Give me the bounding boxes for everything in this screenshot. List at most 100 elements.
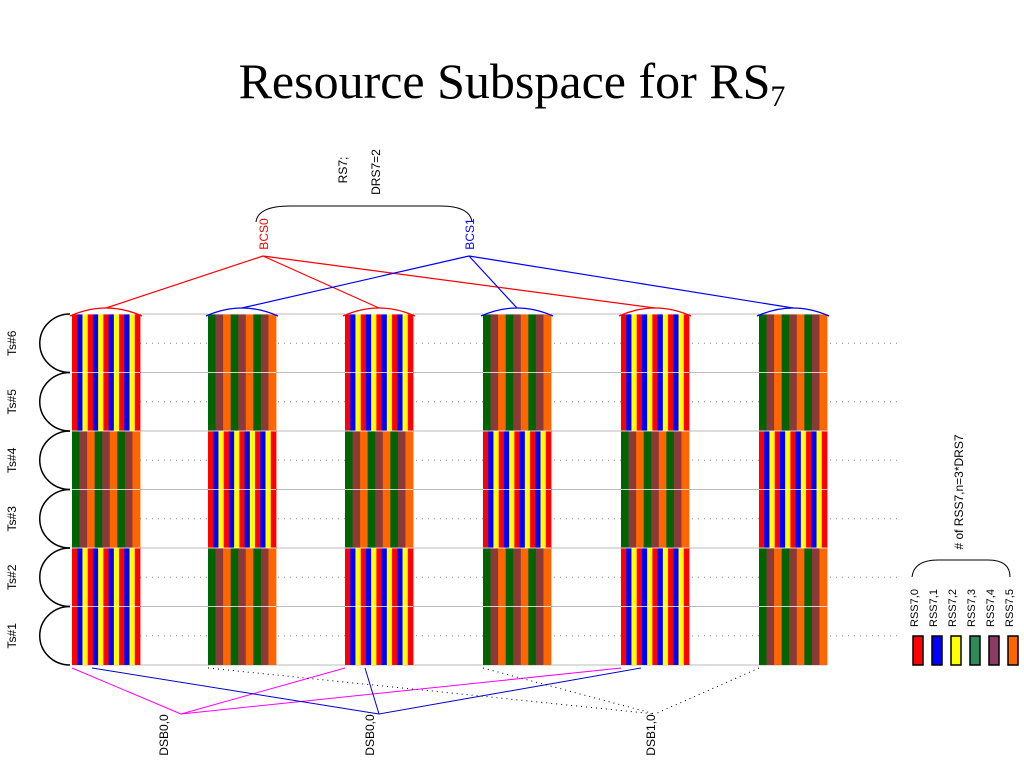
rss-stripe bbox=[781, 314, 790, 373]
rss-stripe bbox=[662, 548, 669, 607]
rss-stripe bbox=[774, 431, 781, 490]
column-bracket bbox=[69, 307, 143, 317]
rss-stripe bbox=[790, 489, 797, 548]
rss-stripe bbox=[789, 314, 798, 373]
rss-stripe bbox=[113, 606, 120, 665]
rss-stripe bbox=[490, 314, 499, 373]
rss-stripe bbox=[87, 431, 96, 490]
rss-stripe bbox=[382, 489, 391, 548]
rss-stripe bbox=[103, 606, 110, 665]
rss-stripe bbox=[678, 372, 685, 431]
rss-stripe bbox=[208, 314, 216, 373]
bcs1-label: BCS1 bbox=[463, 218, 477, 250]
rss-stripe bbox=[498, 372, 507, 431]
columns-layer bbox=[69, 307, 830, 665]
rss-stripe bbox=[397, 548, 403, 607]
rss-stripe bbox=[238, 548, 247, 607]
rss-stripe bbox=[769, 431, 776, 490]
rss-stripe bbox=[376, 606, 383, 665]
rss-stripe bbox=[811, 431, 817, 490]
time-slot-arc bbox=[39, 605, 71, 666]
rss-stripe bbox=[402, 606, 409, 665]
rss-stripe bbox=[498, 606, 507, 665]
rss-stripe bbox=[79, 431, 88, 490]
rss-stripe bbox=[774, 606, 783, 665]
rss-stripe bbox=[483, 314, 491, 373]
rss-stripe bbox=[82, 372, 89, 431]
rss-stripe bbox=[360, 431, 369, 490]
dsb-link-a bbox=[71, 667, 182, 715]
slide-title-text: Resource Subspace for RS bbox=[238, 53, 771, 109]
rss-stripe bbox=[253, 314, 262, 373]
rss-stripe bbox=[132, 489, 141, 548]
dsb-label: DSB1,0 bbox=[644, 714, 658, 756]
rss-stripe bbox=[540, 489, 547, 548]
rss-stripe bbox=[628, 431, 637, 490]
rss-stripe bbox=[345, 372, 351, 431]
rss-stripe bbox=[350, 372, 356, 431]
rss-stripe bbox=[79, 489, 88, 548]
rss-stripe bbox=[652, 606, 659, 665]
rss-stripe bbox=[103, 372, 110, 431]
rss-stripe bbox=[134, 606, 141, 665]
rss-stripe bbox=[360, 314, 367, 373]
time-slot-label: Ts#4 bbox=[5, 447, 19, 473]
rss-stripe bbox=[208, 548, 216, 607]
column-bracket bbox=[342, 307, 416, 317]
rss-stripe bbox=[647, 314, 653, 373]
rss-stripe bbox=[113, 314, 120, 373]
legend-label: RSS7,4 bbox=[985, 589, 997, 627]
rss-stripe bbox=[673, 489, 682, 548]
rss-stripe bbox=[350, 314, 356, 373]
rss-stripe bbox=[621, 314, 627, 373]
rss-stripe bbox=[626, 314, 632, 373]
rss-stripe bbox=[392, 606, 398, 665]
rss-stripe bbox=[213, 431, 219, 490]
rss-stripe bbox=[513, 606, 522, 665]
rss-stripe bbox=[245, 372, 254, 431]
rss-stripe bbox=[662, 372, 669, 431]
rss-stripe bbox=[92, 548, 99, 607]
rss-stripe bbox=[77, 548, 83, 607]
rss-stripe bbox=[658, 489, 667, 548]
rss-stripe bbox=[643, 489, 652, 548]
rss-stripe bbox=[376, 314, 383, 373]
rss-stripe bbox=[82, 606, 89, 665]
column-bracket bbox=[480, 307, 554, 317]
rss-stripe bbox=[806, 489, 812, 548]
rss-stripe bbox=[530, 431, 536, 490]
rss-stripe bbox=[678, 548, 685, 607]
rss-stripe bbox=[392, 372, 398, 431]
rss-stripe bbox=[230, 372, 239, 431]
rss-stripe bbox=[781, 372, 790, 431]
rss-stripe bbox=[779, 489, 786, 548]
rss-stripe bbox=[668, 314, 674, 373]
rss-stripe bbox=[249, 489, 256, 548]
rss-stripe bbox=[371, 314, 377, 373]
rss-stripe bbox=[228, 431, 235, 490]
rss-stripe bbox=[483, 548, 491, 607]
rss-stripe bbox=[626, 606, 632, 665]
rss-stripe bbox=[636, 431, 645, 490]
rss-stripe bbox=[72, 606, 78, 665]
dsb-label: DSB0,0 bbox=[363, 714, 377, 756]
dsb-link-c bbox=[207, 667, 656, 715]
rss-stripe bbox=[129, 314, 136, 373]
rss-stripe bbox=[545, 431, 552, 490]
rss-stripe bbox=[253, 548, 262, 607]
rss-stripe bbox=[811, 314, 820, 373]
rss-stripe bbox=[795, 489, 802, 548]
rss-stripe bbox=[218, 431, 225, 490]
rss-stripe bbox=[766, 372, 775, 431]
time-slot-label: Ts#5 bbox=[5, 389, 19, 415]
rss-stripe bbox=[345, 314, 351, 373]
rss-stripe bbox=[503, 431, 510, 490]
rss-stripe bbox=[268, 606, 277, 665]
rss-stripe bbox=[72, 489, 80, 548]
rss-stripe bbox=[796, 548, 805, 607]
rss-stripe bbox=[397, 431, 406, 490]
rss-stripe bbox=[109, 489, 118, 548]
rss-stripe bbox=[621, 431, 629, 490]
rss-stripe bbox=[355, 606, 362, 665]
rss-stripe bbox=[636, 548, 643, 607]
